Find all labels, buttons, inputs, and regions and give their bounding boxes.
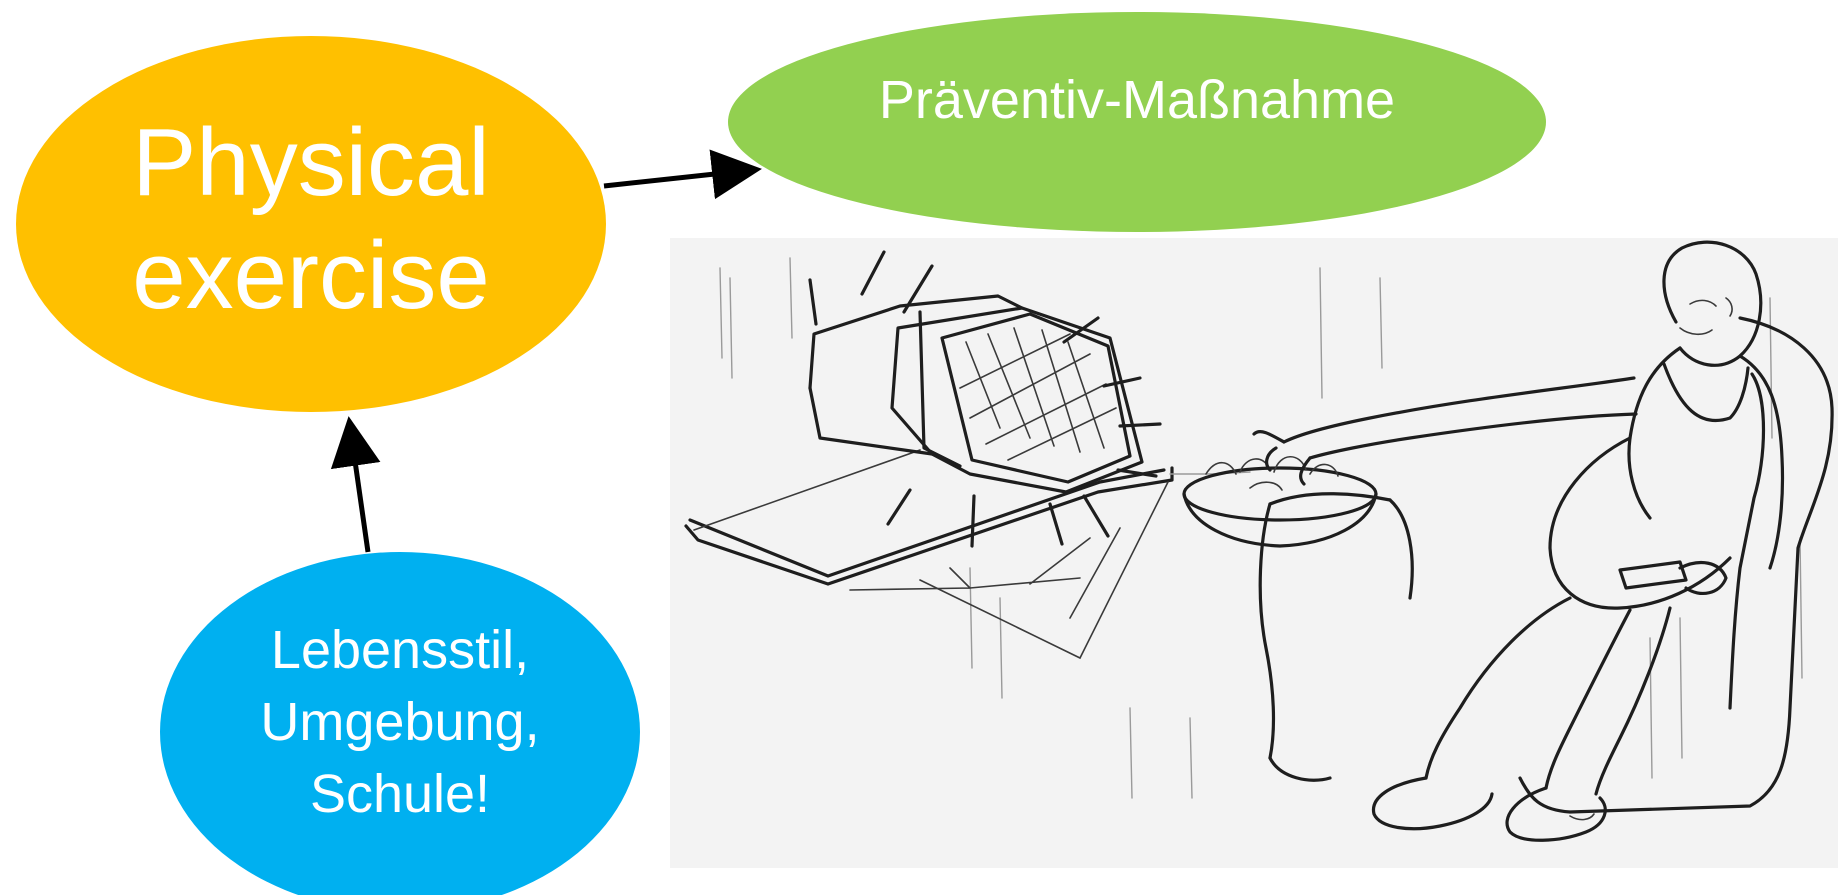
man-figure bbox=[1254, 242, 1783, 840]
armchair bbox=[1260, 318, 1832, 812]
arrow-lebensstil-to-physical bbox=[350, 426, 368, 552]
node-praeventiv-massnahme: Präventiv-Maßnahme bbox=[728, 12, 1546, 232]
couch-potato-sketch-icon bbox=[670, 238, 1838, 868]
paper-texture bbox=[720, 258, 1802, 798]
node-lebensstil: Lebensstil, Umgebung, Schule! bbox=[160, 552, 640, 895]
node-physical-exercise-label: Physical exercise bbox=[132, 106, 489, 333]
node-physical-exercise: Physical exercise bbox=[16, 36, 606, 412]
node-praeventiv-label: Präventiv-Maßnahme bbox=[879, 69, 1395, 131]
sight-line bbox=[1170, 472, 1250, 474]
node-lebensstil-label: Lebensstil, Umgebung, Schule! bbox=[260, 615, 539, 830]
arrow-physical-to-praeventiv bbox=[604, 170, 752, 186]
tv-table bbox=[686, 450, 1172, 658]
tv-set bbox=[810, 296, 1142, 492]
